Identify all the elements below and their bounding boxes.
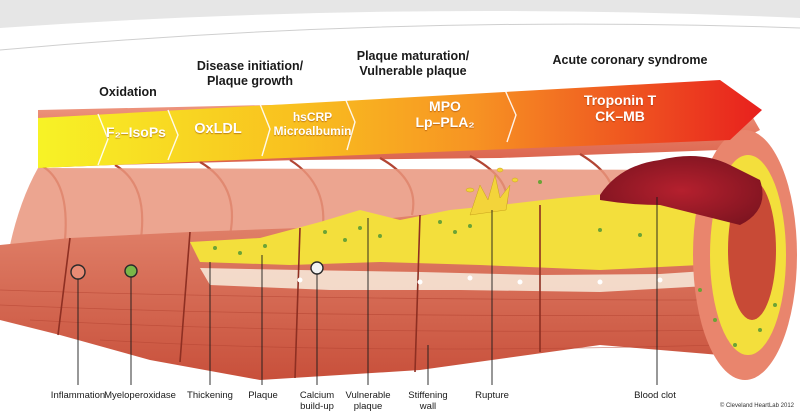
label-vulnerable: Vulnerable plaque: [345, 390, 391, 412]
label-calcium: Calcium build-up: [299, 390, 335, 412]
white-cells: [297, 275, 663, 285]
calcium-band: [200, 268, 725, 292]
calcium-cell: [310, 261, 324, 275]
marker-hscrp: hsCRP Microalbumin: [273, 110, 352, 138]
biomarker-arrow: [38, 80, 762, 168]
label-inflammation: Inflammation: [50, 390, 106, 401]
blood-clot-shape: [600, 156, 763, 225]
marker-mpo: MPO Lp–PLA₂: [415, 98, 475, 130]
label-plaque: Plaque: [248, 390, 278, 401]
rupture-splash: [465, 167, 519, 216]
label-thickening: Thickening: [187, 390, 233, 401]
stage-title-initiation: Disease initiation/ Plaque growth: [196, 59, 304, 88]
top-band: [0, 0, 800, 28]
marker-oxldl: OxLDL: [194, 121, 242, 137]
stage-title-acs: Acute coronary syndrome: [552, 53, 708, 67]
particles: [213, 180, 777, 347]
myeloperoxidase-cell: [124, 264, 138, 278]
marker-troponin: Troponin T CK–MB: [583, 92, 657, 124]
arrow-chevrons: [97, 89, 517, 166]
label-blood-clot: Blood clot: [634, 390, 676, 401]
leader-lines: [77, 197, 658, 385]
copyright-text: © Cleveland HeartLab 2012: [719, 403, 794, 409]
marker-f2-isops: F₂–IsoPs: [106, 124, 166, 140]
stage-title-maturation: Plaque maturation/ Vulnerable plaque: [356, 49, 470, 78]
inflammation-cell: [70, 264, 86, 280]
label-rupture: Rupture: [475, 390, 509, 401]
top-band-line: [0, 23, 800, 51]
label-stiffening: Stiffening wall: [408, 390, 448, 412]
wall-striations: [0, 289, 741, 350]
segment-cuts: [57, 205, 541, 379]
label-myeloperoxidase: Myeloperoxidase: [104, 390, 176, 401]
stage-title-oxidation: Oxidation: [99, 85, 157, 99]
plaque-layer: [190, 190, 740, 270]
